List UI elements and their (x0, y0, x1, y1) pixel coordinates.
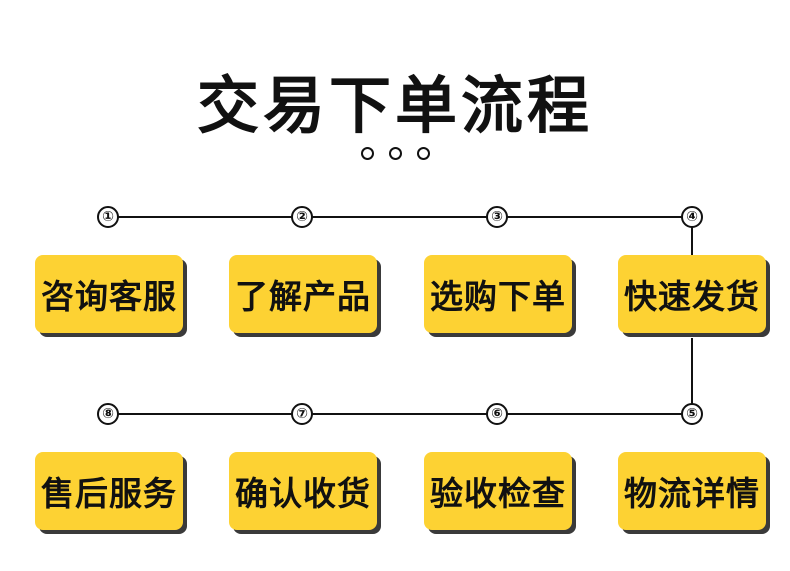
step-1-number: ① (97, 206, 119, 228)
connector-line-right (691, 338, 693, 415)
connector-line-step4-down (691, 217, 693, 255)
decor-dot (389, 147, 402, 160)
step-6-box: 验收检查 (424, 452, 572, 530)
step-1-box: 咨询客服 (35, 255, 183, 333)
step-5-number: ⑤ (681, 403, 703, 425)
step-4-number: ④ (681, 206, 703, 228)
connector-line-top (107, 216, 693, 218)
step-3-box: 选购下单 (424, 255, 572, 333)
connector-line-bottom (107, 413, 693, 415)
step-2-box: 了解产品 (229, 255, 377, 333)
step-7-number: ⑦ (291, 403, 313, 425)
step-4-box: 快速发货 (618, 255, 766, 333)
step-3-number: ③ (486, 206, 508, 228)
step-8-box: 售后服务 (35, 452, 183, 530)
step-8-number: ⑧ (97, 403, 119, 425)
decor-dot (361, 147, 374, 160)
step-7-box: 确认收货 (229, 452, 377, 530)
step-5-box: 物流详情 (618, 452, 766, 530)
step-2-number: ② (291, 206, 313, 228)
step-6-number: ⑥ (486, 403, 508, 425)
decor-dot (417, 147, 430, 160)
page-title: 交易下单流程 (196, 69, 593, 142)
